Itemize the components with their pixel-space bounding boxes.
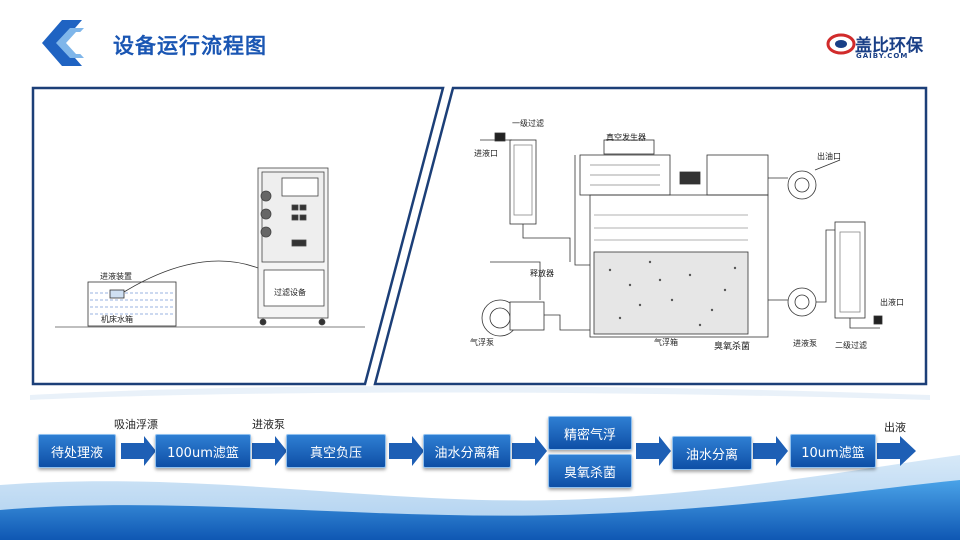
machine-tank: [87, 260, 259, 327]
flow-label-pump: 进液泵: [252, 418, 285, 431]
arrow-5: [636, 436, 671, 466]
outlet-label: 出液口: [880, 298, 904, 307]
arrow-2: [252, 436, 287, 466]
logo-chevron-icon: [42, 20, 86, 66]
flow-step-ozone: 臭氧杀菌: [548, 454, 632, 488]
releaser-label: 释放器: [530, 269, 554, 278]
filter-device-label: 过滤设备: [274, 288, 306, 297]
float-pump-label: 气浮泵: [470, 338, 494, 347]
brand-logo-icon: [826, 33, 856, 55]
primary-filter-label: 一级过滤: [512, 119, 544, 128]
inlet-label: 进液口: [474, 149, 498, 158]
page-title: 设备运行流程图: [113, 34, 267, 58]
arrow-4: [512, 436, 547, 466]
oil-outlet-label: 出油口: [817, 152, 841, 161]
tank-label: 机床水箱: [101, 315, 133, 324]
arrow-6: [753, 436, 788, 466]
flow-step-oil-water-tank: 油水分离箱: [423, 434, 511, 468]
flow-label-skim: 吸油浮漂: [114, 418, 158, 431]
flow-arrows: [121, 436, 916, 466]
flow-label-out: 出液: [884, 421, 906, 434]
right-schematic: [480, 132, 883, 338]
arrow-3: [389, 436, 424, 466]
float-tank-label: 气浮箱: [654, 338, 678, 347]
vacuum-generator-label: 真空发生器: [606, 133, 646, 142]
secondary-filter-label: 二级过滤: [835, 341, 867, 350]
flow-step-oil-water-separation: 油水分离: [672, 436, 752, 470]
feed-device-label: 进液装置: [100, 272, 132, 281]
ozone-label: 臭氧杀菌: [714, 342, 751, 352]
arrow-1: [121, 436, 156, 466]
left-panel-frame: [31, 86, 445, 386]
flow-step-raw-liquid: 待处理液: [38, 434, 116, 468]
flow-step-precision-float: 精密气浮: [548, 416, 632, 450]
flow-step-100um-basket: 100um滤篮: [155, 434, 251, 468]
brand-name: 盖比环保: [855, 36, 923, 56]
feed-pump-label: 进液泵: [793, 339, 817, 348]
filter-device: [257, 167, 329, 326]
flow-step-vacuum: 真空负压: [286, 434, 386, 468]
arrow-7: [877, 436, 916, 466]
flow-step-10um-basket: 10um滤篮: [790, 434, 876, 468]
brand-domain: GAIBY.COM: [856, 52, 909, 60]
